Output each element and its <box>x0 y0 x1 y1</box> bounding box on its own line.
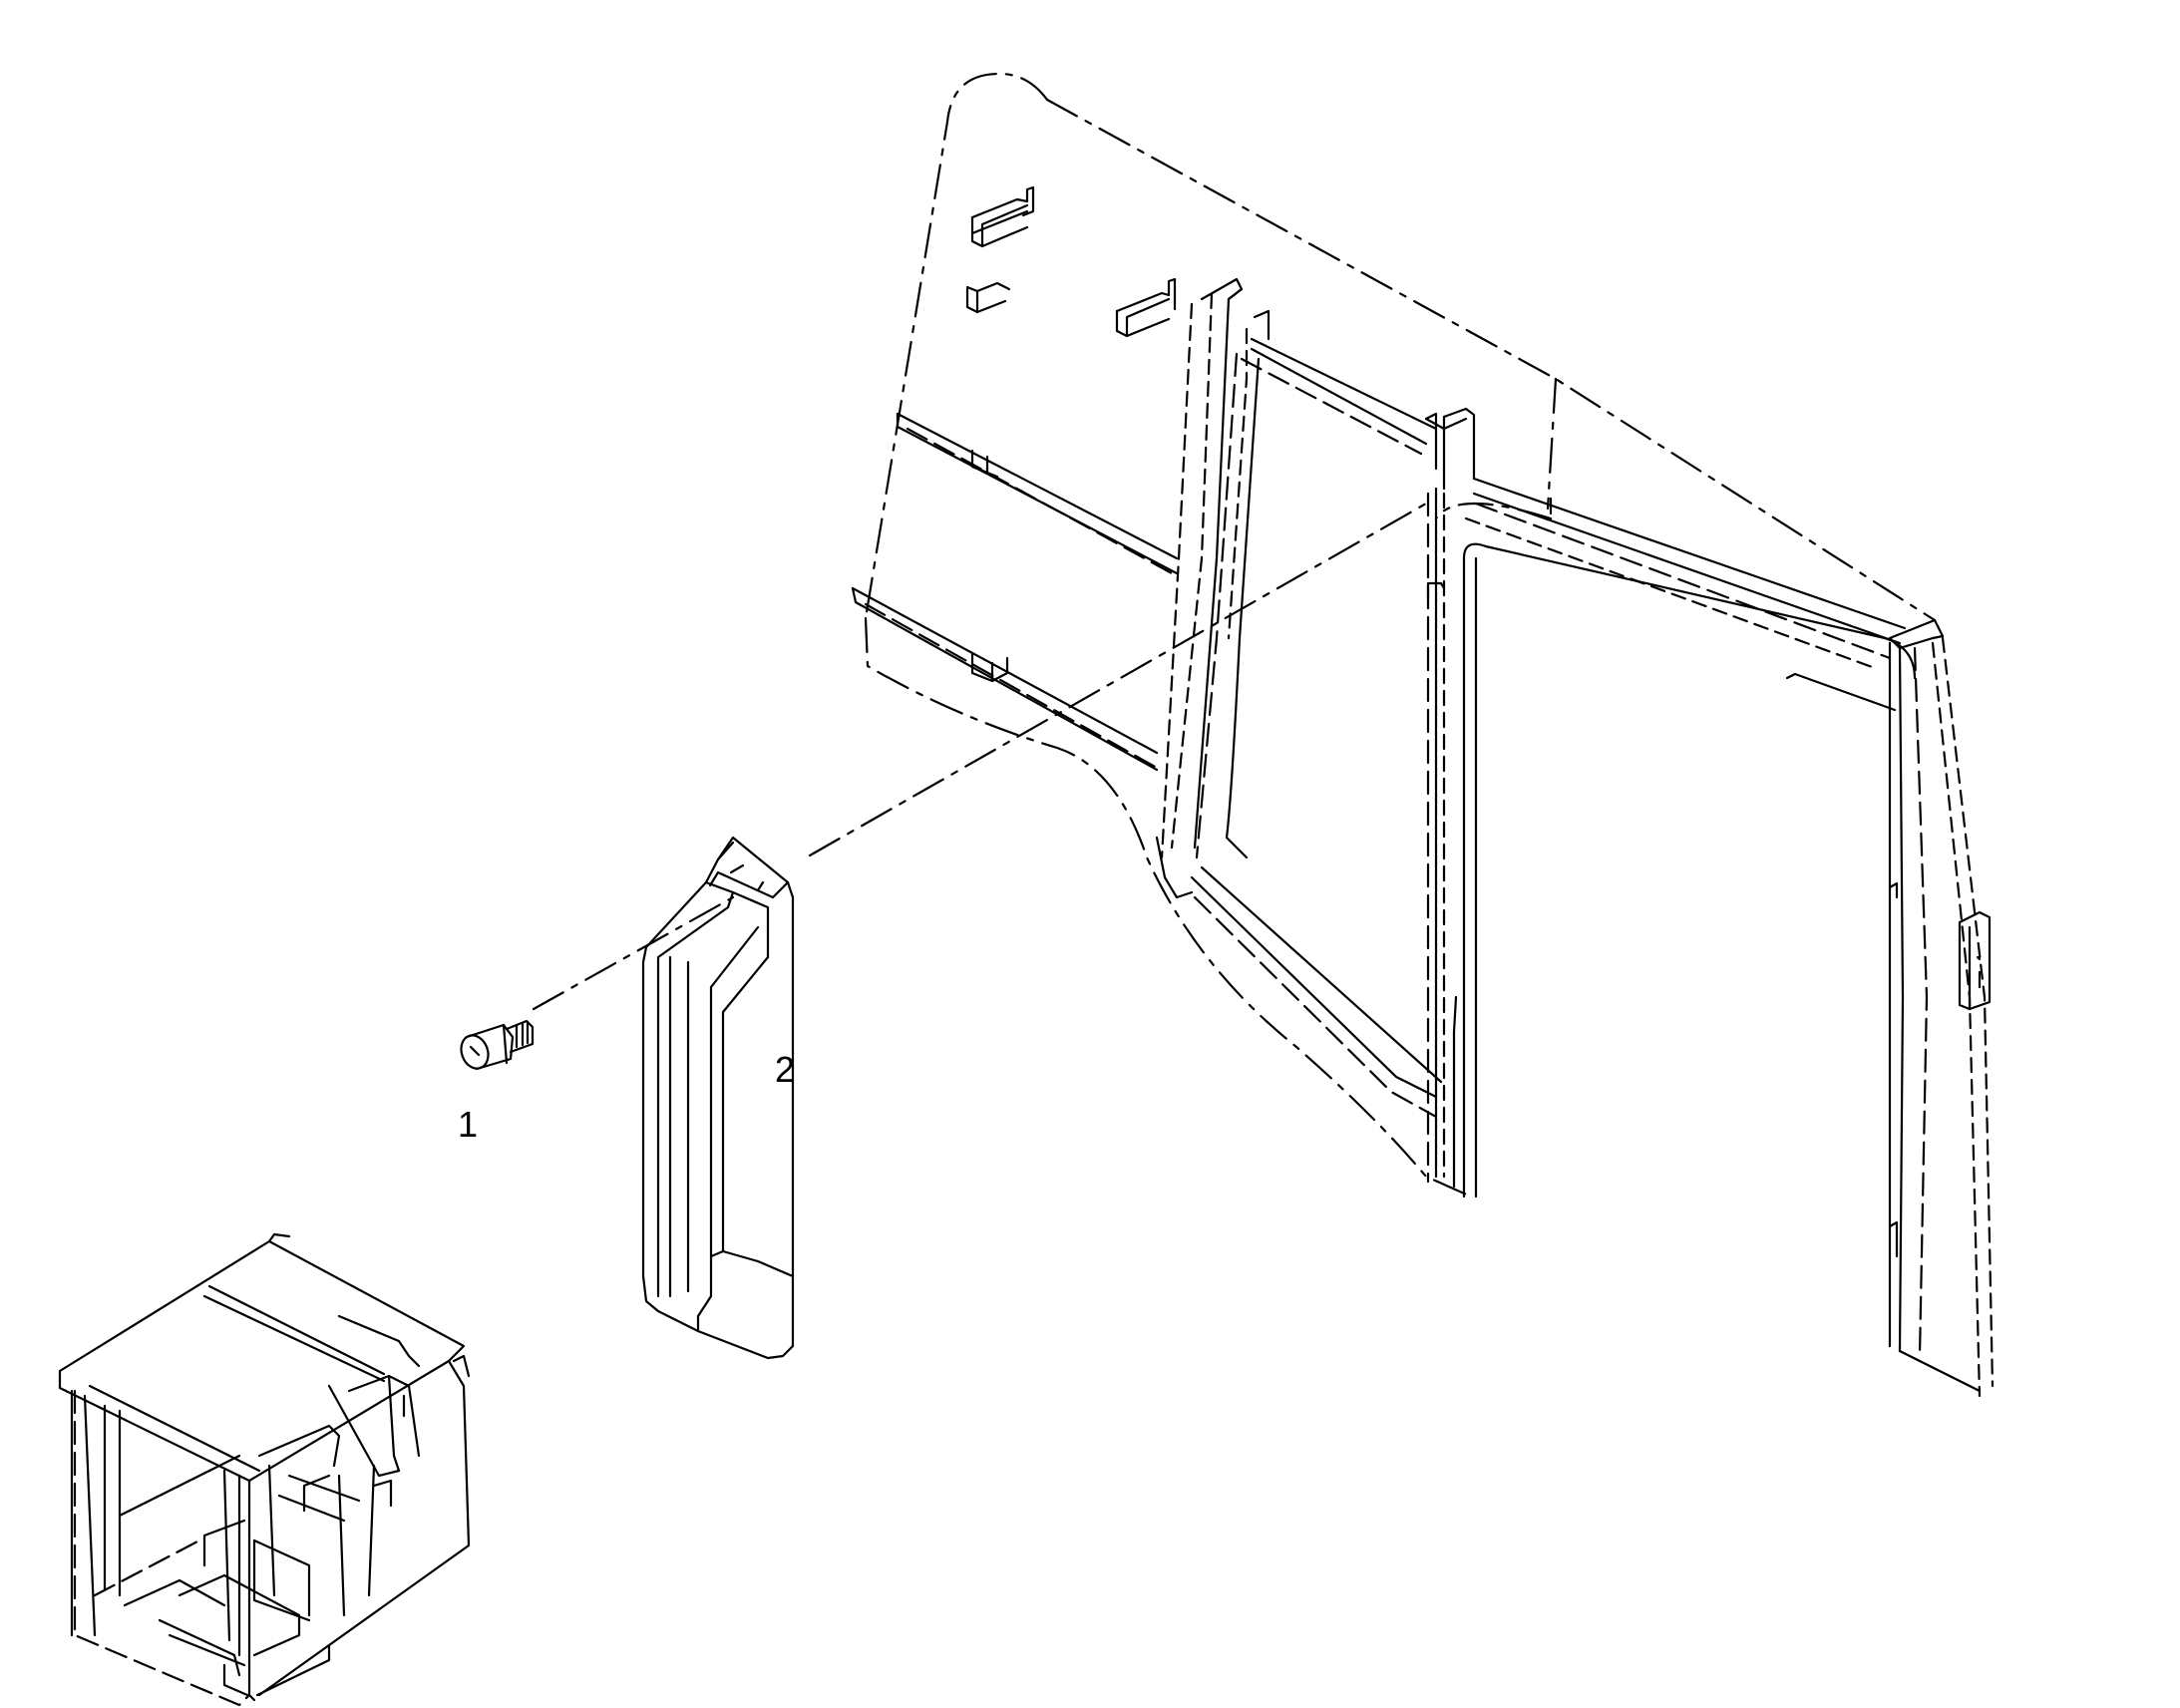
cab-thumbnail <box>58 1232 471 1707</box>
right-post <box>1888 618 1995 1398</box>
center-post <box>1424 407 1917 1198</box>
handle-part <box>641 836 795 1360</box>
top-rail <box>1464 477 1907 712</box>
callout-label-2: 2 <box>775 1049 796 1090</box>
left-rail-upper <box>896 412 1179 575</box>
bracket-top-3 <box>1115 277 1177 338</box>
door-frame <box>1190 309 1443 1119</box>
cab-frame-phantom <box>851 72 1995 1398</box>
bracket-top-1 <box>970 185 1035 248</box>
left-rail-lower <box>851 586 1159 772</box>
assembly-centerline-upper <box>808 502 1428 857</box>
bracket-top-2 <box>965 281 1011 314</box>
top-edge-phantom <box>1434 502 1553 520</box>
assembly-centerline-lower <box>532 895 735 1011</box>
callout-label-1: 1 <box>458 1104 479 1145</box>
screw-part <box>460 1019 535 1071</box>
left-pillar <box>1155 277 1244 899</box>
